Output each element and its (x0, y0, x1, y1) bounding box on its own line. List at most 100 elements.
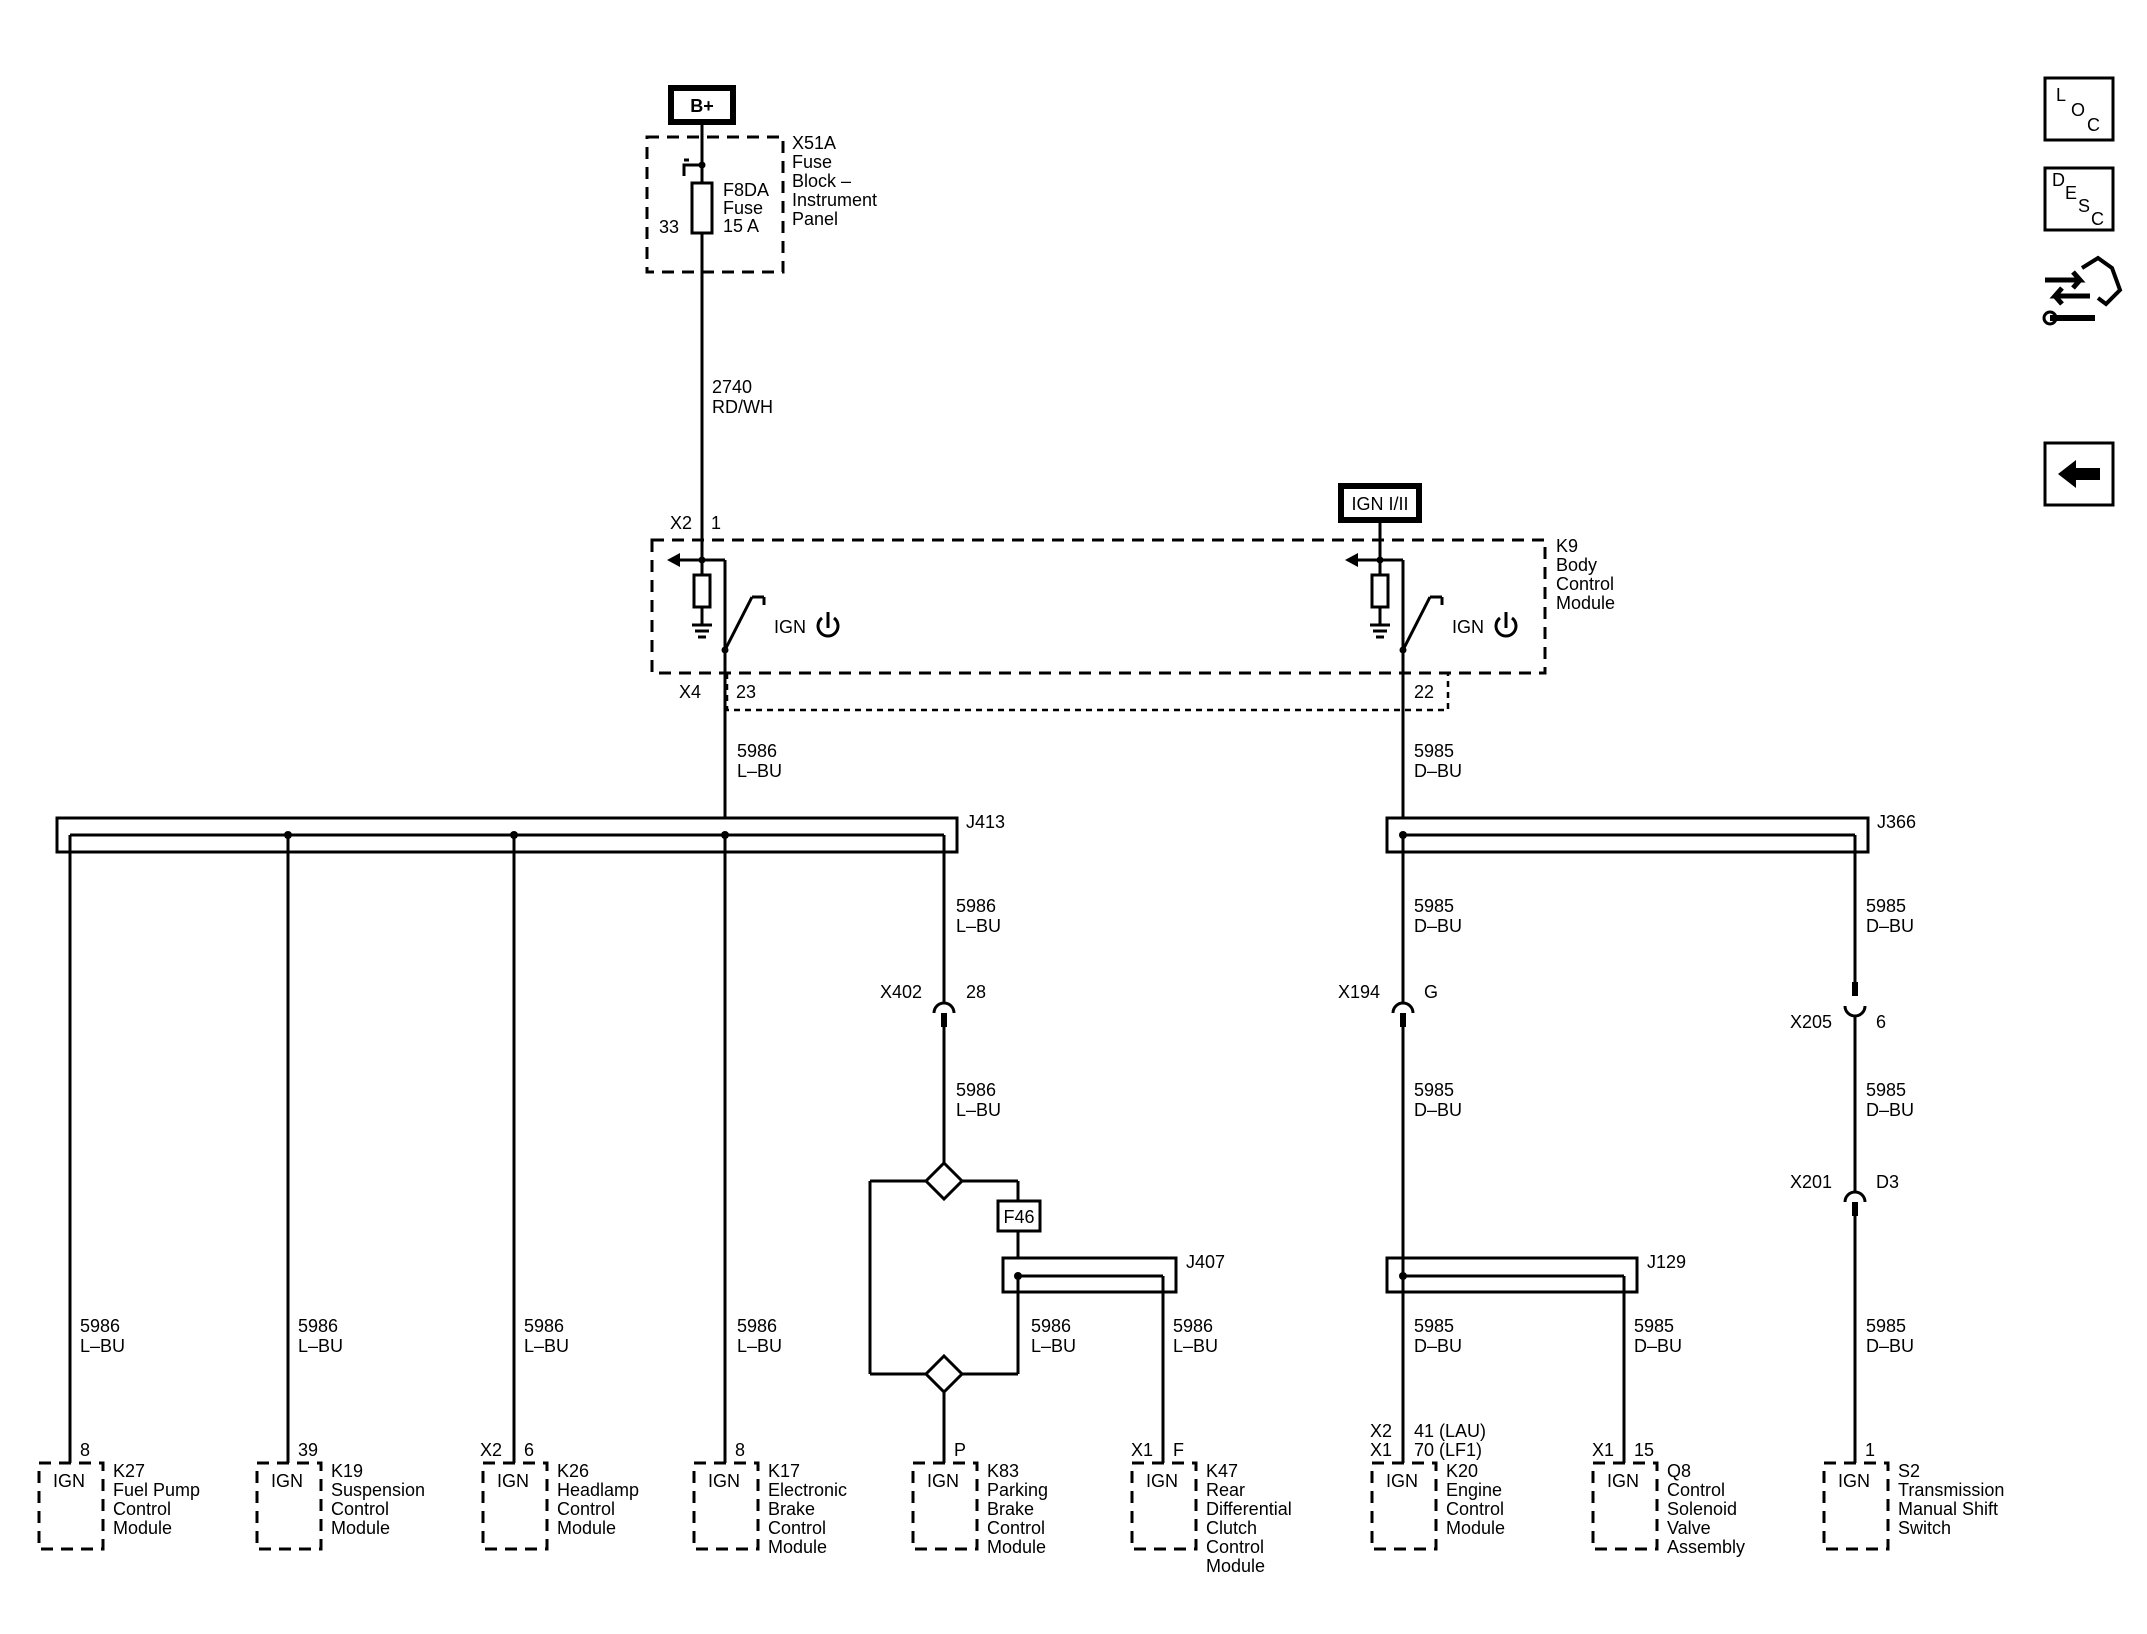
wire-k83-color: L–BU (1031, 1336, 1076, 1356)
wire-k83-number: 5986 (1031, 1316, 1071, 1336)
fuse-name-2: Fuse (723, 198, 763, 218)
connector-x201-pin: D3 (1876, 1172, 1899, 1192)
wire-k27-number: 5986 (80, 1316, 120, 1336)
module-k47-name-4: Clutch (1206, 1518, 1257, 1538)
module-k17-name-5: Module (768, 1537, 827, 1557)
module-k26-name-1: K26 (557, 1461, 589, 1481)
wire-s2-color: D–BU (1866, 1336, 1914, 1356)
bcm-left-ign-label: IGN (774, 617, 806, 637)
bcm-pin-23: 23 (736, 682, 756, 702)
module-k20-name-1: K20 (1446, 1461, 1478, 1481)
wire-x194-up-number: 5985 (1414, 896, 1454, 916)
module-k19-pin: 39 (298, 1440, 318, 1460)
wire-k17-number: 5986 (737, 1316, 777, 1336)
wire-k20-number: 5985 (1414, 1316, 1454, 1336)
connector-x402-label: X402 (880, 982, 922, 1002)
fuse-name-1: F8DA (723, 180, 769, 200)
fuse-f8da-symbol (690, 181, 714, 235)
module-k27-name-3: Control (113, 1499, 171, 1519)
module-k27-name-4: Module (113, 1518, 172, 1538)
module-k20-pin2: 70 (LF1) (1414, 1440, 1482, 1460)
wire-5986-bcm-number: 5986 (737, 741, 777, 761)
module-q8-pin: 15 (1634, 1440, 1654, 1460)
module-k26-conn: X2 (480, 1440, 502, 1460)
splice-j413 (55, 816, 959, 854)
module-k27-name-1: K27 (113, 1461, 145, 1481)
bcm-outline (650, 538, 1547, 675)
module-k20-name-4: Module (1446, 1518, 1505, 1538)
wire-x402-down-color: L–BU (956, 1100, 1001, 1120)
wire-k27-color: L–BU (80, 1336, 125, 1356)
loc-button[interactable]: L O C (2043, 76, 2115, 142)
bcm-x4-connector (725, 673, 1450, 712)
module-q8-ign: IGN (1607, 1471, 1639, 1491)
connector-x402 (932, 1001, 956, 1027)
wire-2740-color: RD/WH (712, 397, 773, 417)
troubleshooting-icon[interactable] (2042, 255, 2123, 326)
wire-k17-color: L–BU (737, 1336, 782, 1356)
module-k27-name-2: Fuel Pump (113, 1480, 200, 1500)
desc-letter-s: S (2078, 196, 2090, 216)
module-k20-ign: IGN (1386, 1471, 1418, 1491)
module-k26-ign: IGN (497, 1471, 529, 1491)
module-q8-conn: X1 (1592, 1440, 1614, 1460)
fuse-block-name-4: Instrument (792, 190, 877, 210)
fuse-name-3: 15 A (723, 216, 759, 236)
module-k47: X1 F IGN K47 Rear Differential Clutch Co… (1130, 1440, 1292, 1576)
wire-5985-bcm-number: 5985 (1414, 741, 1454, 761)
bcm-x4-label: X4 (679, 682, 701, 702)
module-k47-ign: IGN (1146, 1471, 1178, 1491)
module-k19-name-1: K19 (331, 1461, 363, 1481)
module-k26: X2 6 IGN K26 Headlamp Control Module (480, 1440, 639, 1551)
connector-x201 (1843, 1190, 1867, 1216)
wire-q8-color: D–BU (1634, 1336, 1682, 1356)
fuse-pin: 33 (659, 217, 679, 237)
splice-j413-label: J413 (966, 812, 1005, 832)
module-k47-name-5: Control (1206, 1537, 1264, 1557)
wire-x194-down-color: D–BU (1414, 1100, 1462, 1120)
module-s2-name-4: Switch (1898, 1518, 1951, 1538)
bcm-name-2: Body (1556, 555, 1597, 575)
wire-k20-color: D–BU (1414, 1336, 1462, 1356)
fuse-block-name-2: Fuse (792, 152, 832, 172)
desc-letter-c: C (2091, 209, 2104, 229)
wire-k19-color: L–BU (298, 1336, 343, 1356)
splice-j407 (1001, 1256, 1178, 1294)
module-k17-name-1: K17 (768, 1461, 800, 1481)
bcm-right-ign-label: IGN (1452, 617, 1484, 637)
module-k20: X2 X1 41 (LAU) 70 (LF1) IGN K20 Engine C… (1370, 1421, 1505, 1551)
wire-q8-number: 5985 (1634, 1316, 1674, 1336)
wire-2740-number: 2740 (712, 377, 752, 397)
loc-letter-c: C (2087, 115, 2100, 135)
module-k47-name-2: Rear (1206, 1480, 1245, 1500)
fuse-block-outline (645, 135, 785, 274)
wire-x205-down-number: 5985 (1866, 1080, 1906, 1100)
power-icon (816, 612, 840, 638)
module-k17-name-4: Control (768, 1518, 826, 1538)
wire-k26-color: L–BU (524, 1336, 569, 1356)
splice-j366-label: J366 (1877, 812, 1916, 832)
bcm-name-4: Module (1556, 593, 1615, 613)
bcm-x2-pin: 1 (711, 513, 721, 533)
module-k83: P IGN K83 Parking Brake Control Module (911, 1440, 1048, 1557)
left-arrow-icon (2058, 460, 2100, 488)
module-k20-name-2: Engine (1446, 1480, 1502, 1500)
module-k83-pin: P (954, 1440, 966, 1460)
module-k19-name-4: Module (331, 1518, 390, 1538)
connector-x205 (1843, 982, 1867, 1018)
module-k47-pin: F (1173, 1440, 1184, 1460)
wire-x205-up-number: 5985 (1866, 896, 1906, 916)
module-k83-name-3: Brake (987, 1499, 1034, 1519)
splice-j129-label: J129 (1647, 1252, 1686, 1272)
connector-x201-label: X201 (1790, 1172, 1832, 1192)
desc-button[interactable]: D E S C (2043, 166, 2115, 232)
k83-option-loop (868, 1160, 1020, 1463)
module-k19: 39 IGN K19 Suspension Control Module (255, 1440, 425, 1551)
module-k83-name-5: Module (987, 1537, 1046, 1557)
module-k20-conn2: X1 (1370, 1440, 1392, 1460)
bplus-label: B+ (690, 96, 714, 116)
back-button[interactable] (2043, 441, 2115, 507)
loc-letter-o: O (2071, 100, 2085, 120)
module-q8: X1 15 IGN Q8 Control Solenoid Valve Asse… (1591, 1440, 1745, 1557)
wire-k19-number: 5986 (298, 1316, 338, 1336)
